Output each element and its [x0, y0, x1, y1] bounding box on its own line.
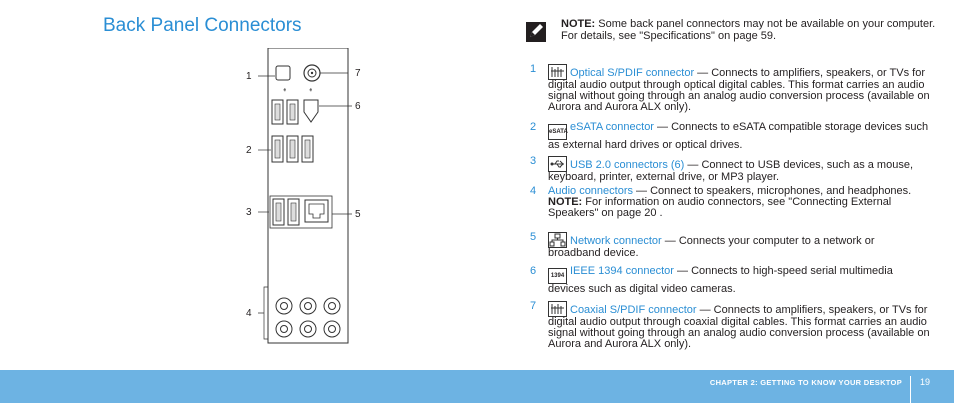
item-number: 2 — [530, 121, 537, 133]
esata-icon: eSATA — [548, 124, 568, 140]
item-label: IEEE 1394 connector — [570, 265, 674, 277]
item-number: 3 — [530, 155, 537, 167]
page-footer: CHAPTER 2: GETTING TO KNOW YOUR DESKTOP … — [0, 370, 954, 403]
callout-4: 4 — [246, 308, 252, 319]
item-desc: — Connects your computer to a network or… — [548, 235, 875, 259]
coaxial-spdif-icon — [548, 301, 567, 317]
item-label: Optical S/PDIF connector — [570, 67, 695, 79]
item-note-text: For information on audio connectors, see… — [548, 196, 892, 219]
list-item: 1 Optical S/PDIF connector — Connects to… — [530, 64, 930, 113]
note-label: NOTE: — [561, 18, 596, 30]
network-icon — [548, 232, 567, 248]
optical-port — [275, 65, 291, 81]
note: NOTE: Some back panel connectors may not… — [561, 18, 946, 42]
item-note-label: NOTE: — [548, 196, 583, 208]
item-desc: — Connects to amplifiers, speakers, or T… — [548, 304, 930, 350]
list-item: 7 Coaxial S/PDIF connector — Connects to… — [530, 301, 930, 350]
callout-5: 5 — [355, 209, 361, 220]
note-pencil-icon — [526, 22, 546, 42]
item-label: Network connector — [570, 235, 662, 247]
item-number: 5 — [530, 231, 537, 243]
list-item: 4 Audio connectors — Connect to speakers… — [530, 186, 930, 219]
svg-text:⋕: ⋕ — [309, 87, 312, 92]
item-label: Audio connectors — [548, 185, 633, 197]
note-text: Some back panel connectors may not be av… — [561, 18, 936, 42]
list-item: 3 USB 2.0 connectors (6) — Connect to US… — [530, 156, 930, 183]
item-desc: — Connects to high-speed serial multimed… — [548, 265, 893, 295]
optical-spdif-icon — [548, 64, 567, 80]
ieee1394-icon: 1394 — [548, 268, 567, 284]
list-item: 5 Network connector — Connects your comp… — [530, 232, 930, 259]
item-label: eSATA connector — [570, 121, 654, 133]
callout-6: 6 — [355, 101, 361, 112]
back-panel-diagram: ⋕ ⋕ 1 2 3 4 5 6 7 — [246, 48, 361, 344]
audio-jacks — [275, 297, 341, 338]
page-title: Back Panel Connectors — [103, 15, 302, 36]
chapter-title: CHAPTER 2: GETTING TO KNOW YOUR DESKTOP — [709, 378, 902, 387]
item-label: Coaxial S/PDIF connector — [570, 304, 697, 316]
item-label: USB 2.0 connectors (6) — [570, 159, 685, 171]
item-desc: — Connect to speakers, microphones, and … — [633, 185, 912, 197]
page-number: 19 — [920, 377, 931, 387]
item-number: 4 — [530, 185, 537, 197]
callout-1: 1 — [246, 71, 252, 82]
item-desc: — Connects to amplifiers, speakers, or T… — [548, 67, 930, 113]
callout-7: 7 — [355, 68, 361, 79]
callout-2: 2 — [246, 145, 252, 156]
callout-3: 3 — [246, 207, 252, 218]
item-number: 1 — [530, 63, 537, 75]
footer-divider — [910, 376, 911, 403]
usb-icon — [548, 156, 567, 172]
ieee1394-port — [303, 99, 319, 123]
item-number: 6 — [530, 265, 537, 277]
svg-text:⋕: ⋕ — [283, 87, 286, 92]
item-desc: — Connect to USB devices, such as a mous… — [548, 159, 914, 183]
item-number: 7 — [530, 300, 537, 312]
item-desc: — Connects to eSATA compatible storage d… — [548, 121, 929, 151]
